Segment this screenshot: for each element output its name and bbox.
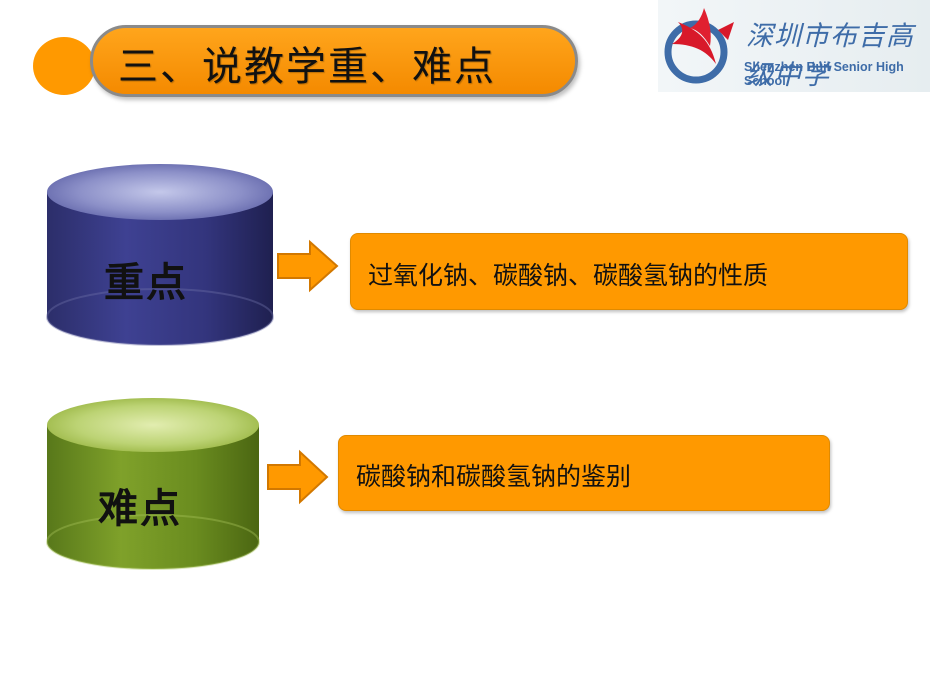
slide-title: 三、说教学重、难点	[118, 44, 496, 90]
school-emblem-icon	[664, 8, 734, 84]
difficult-point-text: 碳酸钠和碳酸氢钠的鉴别	[356, 462, 632, 491]
difficult-point-label: 难点	[98, 486, 182, 532]
key-point-text: 过氧化钠、碳酸钠、碳酸氢钠的性质	[368, 261, 769, 290]
key-point-box	[350, 233, 908, 310]
logo-english-name: Shenzhen Buji Senior High School	[744, 60, 904, 88]
arrow-right-icon	[267, 449, 329, 505]
school-logo: 深圳市布吉高级中学 Shenzhen Buji Senior High Scho…	[658, 0, 930, 92]
difficult-point-cylinder	[46, 398, 260, 570]
key-point-label: 重点	[104, 260, 188, 306]
difficult-point-box	[338, 435, 830, 511]
arrow-right-icon	[277, 239, 339, 293]
logo-chinese-name: 深圳市布吉高级中学	[746, 21, 914, 91]
key-point-cylinder	[46, 164, 274, 346]
title-banner	[90, 25, 578, 97]
title-decor-dot	[33, 37, 95, 95]
